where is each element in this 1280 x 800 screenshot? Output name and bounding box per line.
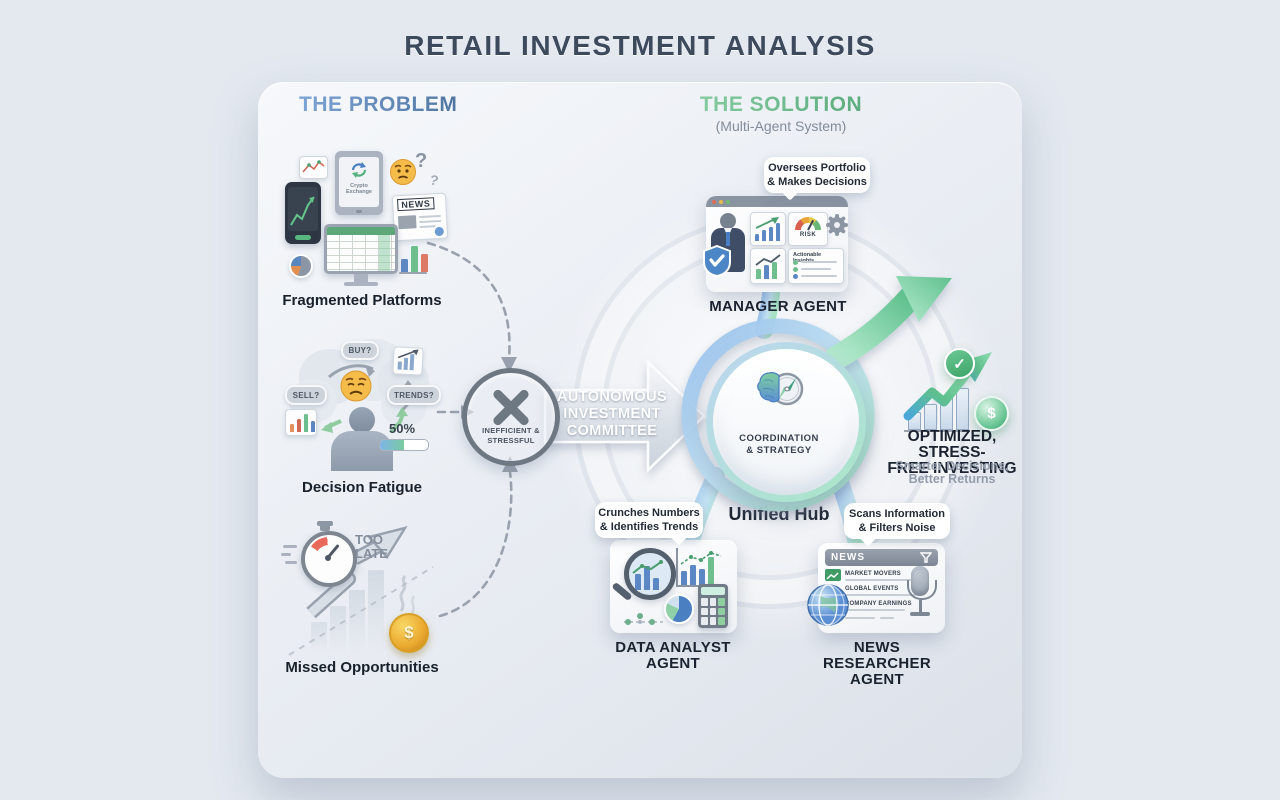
bottleneck-text: INEFFICIENT &: [482, 426, 540, 435]
progress-bar: [379, 439, 429, 451]
news-tooltip: Scans Information& Filters Noise: [844, 503, 950, 547]
manager-agent-label: MANAGER AGENT: [709, 298, 847, 315]
insights-tile: Actionable Insights: [788, 248, 844, 284]
news-row: GLOBAL EVENTS: [845, 586, 899, 592]
calculator-icon: [698, 584, 728, 628]
sell-bubble: SELL?: [285, 385, 327, 405]
trend-chart-icon: [392, 346, 424, 376]
mini-bars-icon: [285, 409, 317, 436]
weary-face-icon: [340, 370, 372, 402]
check-circle-icon: ✓: [944, 348, 975, 379]
solution-heading: THE SOLUTION: [641, 93, 921, 117]
news-badge-icon: [434, 226, 445, 237]
pie-chart-icon: [289, 254, 313, 278]
worried-face-icon: [390, 159, 416, 185]
brain-compass-icon: [757, 372, 804, 406]
risk-gauge-tile: RISK: [788, 212, 828, 246]
analyst-chart-icon: [676, 548, 728, 588]
fragmented-platforms-cluster: Crypto Exchange ? ? NEWS: [281, 148, 449, 310]
buy-bubble: BUY?: [341, 341, 379, 360]
manager-window: RISK Actionable Insights: [703, 196, 848, 292]
ghost-bars-icon: [311, 570, 384, 652]
hub-text: COORDINATION: [739, 433, 819, 444]
filter-funnel-icon: [920, 552, 932, 563]
stock-phone-icon: [285, 182, 321, 244]
sync-arrows-icon: [351, 162, 367, 178]
outcome-icon-cluster: ✓ $: [900, 340, 1010, 436]
green-coin-icon: $: [974, 396, 1009, 431]
crypto-tablet-icon: Crypto Exchange: [335, 151, 383, 215]
news-header-title: NEWS: [831, 551, 865, 563]
analyst-pie-icon: [664, 594, 694, 624]
solution-subheading: (Multi-Agent System): [715, 118, 847, 134]
progress-percent: 50%: [389, 421, 416, 436]
dotted-track-icon: [624, 613, 666, 625]
risk-label: RISK: [799, 232, 817, 238]
question-mark-icon-small: ?: [428, 171, 441, 189]
decision-fatigue-cluster: BUY? SELL? TRENDS? 50% Decision Fatigue: [281, 335, 441, 497]
outcome-subtitle: Smarter Decisions,Better Returns: [895, 459, 1009, 486]
unified-hub-label: Unified Hub: [728, 504, 830, 524]
gear-icon: [826, 211, 848, 239]
line-chart-icon: [299, 156, 328, 179]
shield-check-icon: [703, 244, 731, 278]
news-thumb-icon: [825, 569, 841, 581]
tablet-title: Crypto Exchange: [346, 183, 372, 195]
analyst-tooltip: Crunches Numbers& Identifies Trends: [595, 502, 703, 546]
microphone-icon: [903, 566, 937, 630]
question-mark-icon: ?: [415, 150, 428, 172]
hub-circle: COORDINATION & STRATEGY: [706, 342, 866, 502]
gold-coin-icon: $: [389, 613, 429, 653]
fragmented-platforms-label: Fragmented Platforms: [282, 292, 442, 309]
manager-tooltip: Oversees Portfolio& Makes Decisions: [764, 157, 870, 201]
news-header: NEWS: [825, 549, 938, 566]
missed-opportunities-label: Missed Opportunities: [285, 659, 439, 676]
page-title: RETAIL INVESTMENT ANALYSIS: [404, 30, 876, 61]
problem-heading: THE PROBLEM: [299, 93, 458, 116]
committee-arrow-label: AUTONOMOUS INVESTMENT COMMITTEE: [556, 389, 668, 439]
newspaper-title: NEWS: [397, 197, 435, 212]
globe-icon: [807, 584, 849, 626]
news-row: COMPANY EARNINGS: [845, 601, 912, 607]
bar-chart-icon: [401, 244, 428, 272]
spreadsheet-monitor-icon: [324, 224, 398, 288]
newspaper-icon: NEWS: [391, 192, 449, 242]
manager-chart2-tile: [750, 248, 786, 284]
decision-fatigue-label: Decision Fatigue: [301, 479, 423, 496]
manager-chart-tile: [750, 212, 786, 246]
browser-topbar: [706, 196, 848, 207]
news-row: MARKET MOVERS: [845, 571, 901, 577]
analyst-card: [610, 540, 737, 633]
trends-bubble: TRENDS?: [387, 385, 441, 405]
